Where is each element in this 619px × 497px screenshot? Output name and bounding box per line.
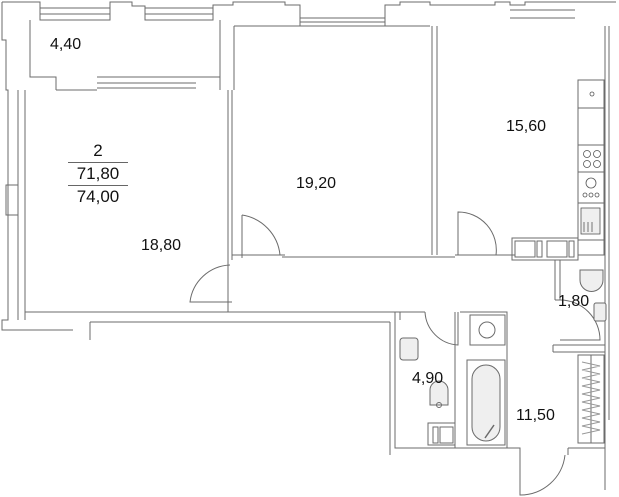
wc-door xyxy=(559,299,601,341)
living-room-wall-right xyxy=(227,90,233,312)
wc-wall xyxy=(554,260,561,301)
balcony-wall-right xyxy=(196,20,221,90)
balcony-inner-window xyxy=(97,76,196,89)
bathroom-cabinet xyxy=(427,422,456,446)
left-pier xyxy=(5,184,19,216)
bathroom-toilet xyxy=(429,380,449,406)
entrance-door xyxy=(519,454,566,496)
living-room-door xyxy=(189,264,232,303)
rooms-count: 2 xyxy=(93,141,103,160)
kitchen-wall-right xyxy=(604,26,610,490)
room-label-bathroom: 4,90 xyxy=(412,370,444,387)
living-area: 71,80 xyxy=(76,164,120,183)
kitchen-window xyxy=(510,9,575,19)
corridor-wall-bottom xyxy=(25,311,401,320)
bedroom-wall-bottom xyxy=(232,254,455,258)
outer-wall-top xyxy=(2,1,616,27)
bathroom-door xyxy=(424,311,459,346)
total-area: 74,00 xyxy=(76,187,120,206)
kitchen-sink-icon xyxy=(580,207,601,235)
divider xyxy=(68,185,128,186)
apartment-summary: 2 71,80 74,00 xyxy=(66,140,130,208)
hood-icon xyxy=(589,91,595,97)
wc-wall-bottom xyxy=(552,344,605,353)
room-label-bedroom: 19,20 xyxy=(296,175,337,192)
bedroom-kitchen-partition xyxy=(431,26,438,255)
lower-left-wall xyxy=(25,321,391,455)
bedroom-window xyxy=(300,17,385,23)
outer-wall-left xyxy=(1,2,26,331)
kitchen-wall-bottom xyxy=(436,238,515,256)
bathroom-wall xyxy=(394,311,508,449)
bedroom-wall xyxy=(233,25,430,90)
bedroom-door xyxy=(241,214,281,258)
bathroom-sink xyxy=(399,337,419,361)
wc-sink xyxy=(593,302,607,322)
room-label-living-room: 18,80 xyxy=(141,237,182,254)
balcony-outline xyxy=(29,20,57,90)
stove-icon xyxy=(583,150,601,168)
balcony-window-1 xyxy=(40,7,110,21)
wardrobe-hangers xyxy=(581,361,601,435)
room-label-kitchen: 15,60 xyxy=(506,118,547,135)
wc-toilet xyxy=(579,269,604,292)
kitchen-door xyxy=(457,211,497,256)
room-label-hallway: 11,50 xyxy=(516,407,555,424)
hallway-wall-bottom xyxy=(455,447,605,455)
divider xyxy=(68,162,128,163)
room-label-balcony: 4,40 xyxy=(50,36,82,53)
balcony-window-2 xyxy=(145,7,213,21)
washing-machine xyxy=(469,314,506,346)
dishwasher-icon xyxy=(582,177,600,198)
room-label-wc: 1,80 xyxy=(558,293,590,310)
